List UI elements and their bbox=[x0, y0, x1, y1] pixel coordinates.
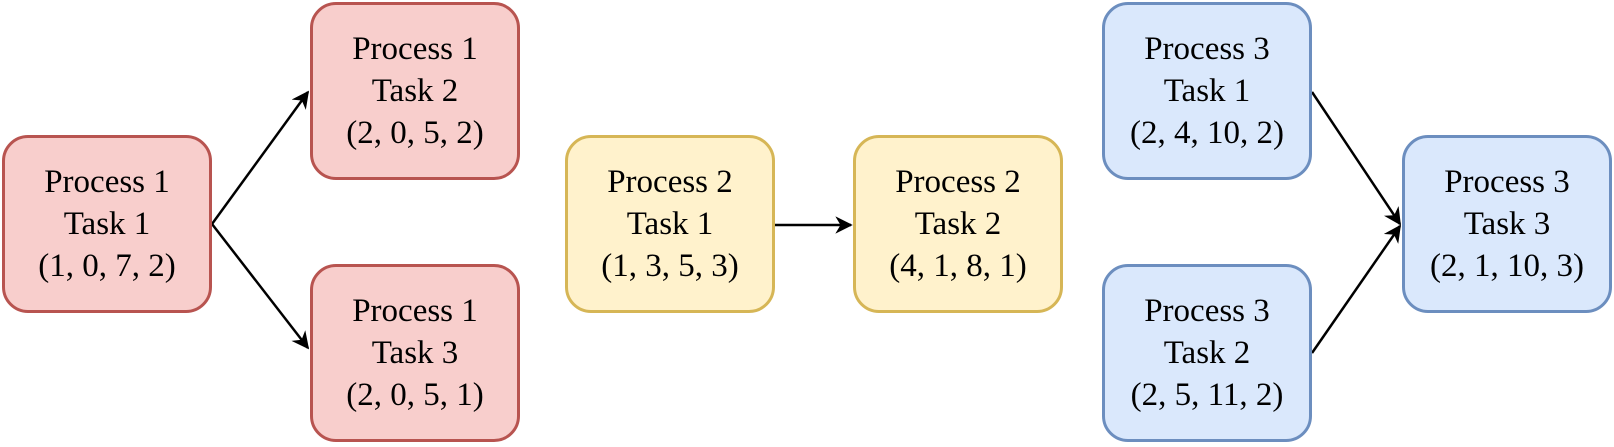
edge-p3t2-to-p3t3 bbox=[1310, 224, 1402, 354]
node-process-label: Process 3 bbox=[1144, 293, 1270, 329]
node-task-label: Task 1 bbox=[63, 206, 151, 242]
node-tuple-label: (2, 0, 5, 2) bbox=[346, 115, 484, 151]
node-process-label: Process 2 bbox=[895, 164, 1021, 200]
node-task-label: Task 1 bbox=[626, 206, 714, 242]
node-task-label: Task 3 bbox=[371, 335, 459, 371]
node-process-label: Process 1 bbox=[352, 31, 478, 67]
node-process3-task1: Process 3 Task 1 (2, 4, 10, 2) bbox=[1102, 2, 1312, 180]
node-process2-task2: Process 2 Task 2 (4, 1, 8, 1) bbox=[853, 135, 1063, 313]
node-process-label: Process 1 bbox=[352, 293, 478, 329]
node-tuple-label: (2, 4, 10, 2) bbox=[1130, 115, 1284, 151]
node-process1-task1: Process 1 Task 1 (1, 0, 7, 2) bbox=[2, 135, 212, 313]
node-task-label: Task 3 bbox=[1463, 206, 1551, 242]
node-process3-task3: Process 3 Task 3 (2, 1, 10, 3) bbox=[1402, 135, 1612, 313]
node-process2-task1: Process 2 Task 1 (1, 3, 5, 3) bbox=[565, 135, 775, 313]
edge-p3t1-to-p3t3 bbox=[1310, 91, 1402, 226]
node-process3-task2: Process 3 Task 2 (2, 5, 11, 2) bbox=[1102, 264, 1312, 442]
node-task-label: Task 1 bbox=[1163, 73, 1251, 109]
node-tuple-label: (2, 0, 5, 1) bbox=[346, 377, 484, 413]
node-task-label: Task 2 bbox=[371, 73, 459, 109]
node-tuple-label: (1, 3, 5, 3) bbox=[601, 248, 739, 284]
node-process-label: Process 3 bbox=[1144, 31, 1270, 67]
node-tuple-label: (2, 5, 11, 2) bbox=[1130, 377, 1284, 413]
edge-p1t1-to-p1t2 bbox=[210, 90, 310, 225]
node-tuple-label: (1, 0, 7, 2) bbox=[38, 248, 176, 284]
node-tuple-label: (2, 1, 10, 3) bbox=[1430, 248, 1584, 284]
node-tuple-label: (4, 1, 8, 1) bbox=[889, 248, 1027, 284]
node-process1-task2: Process 1 Task 2 (2, 0, 5, 2) bbox=[310, 2, 520, 180]
node-task-label: Task 2 bbox=[914, 206, 1002, 242]
node-process-label: Process 2 bbox=[607, 164, 733, 200]
node-task-label: Task 2 bbox=[1163, 335, 1251, 371]
node-process1-task3: Process 1 Task 3 (2, 0, 5, 1) bbox=[310, 264, 520, 442]
edge-p1t1-to-p1t3 bbox=[211, 223, 310, 350]
node-process-label: Process 3 bbox=[1444, 164, 1570, 200]
node-process-label: Process 1 bbox=[44, 164, 170, 200]
